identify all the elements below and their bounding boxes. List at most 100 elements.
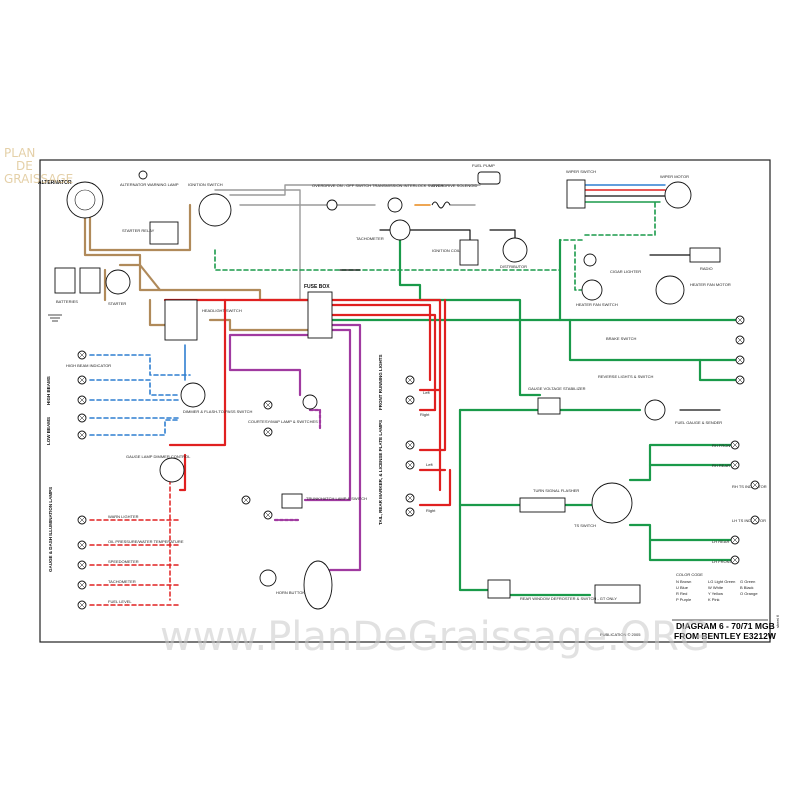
fuel-gauge-label: FUEL GAUGE & SENDER <box>675 420 722 425</box>
tail-rear-label: TAIL, REAR MARKER, & LICENSE PLATE LAMPS <box>378 420 383 525</box>
high-beams-label: HIGH BEAMS <box>46 376 51 405</box>
radio-symbol <box>689 247 721 263</box>
wire-blue-dashed-hb1 <box>89 379 181 396</box>
color-code-entry-5: W White <box>708 585 724 590</box>
lamp-filament-icon <box>264 511 272 519</box>
rh-front-label: RH FRONT <box>712 443 733 448</box>
wire-purple-courtesy <box>228 333 312 397</box>
gauge-stabilizer-symbol <box>537 397 561 415</box>
lamp-filament-icon <box>78 516 86 524</box>
lamp-filament-icon <box>264 401 272 409</box>
distributor-symbol <box>502 237 528 263</box>
turn-flasher-symbol <box>519 497 566 513</box>
wire-grey-ign <box>214 189 301 301</box>
low-beams-label: LOW BEAMS <box>46 417 51 445</box>
wire-purple-trunk <box>303 328 352 502</box>
heater-fan-switch-label: HEATER FAN SWITCH <box>576 302 618 307</box>
lamp-filament-icon <box>736 356 744 364</box>
front-running-label: FRONT RUNNING LIGHTS <box>378 355 383 411</box>
cigar-lighter-label: CIGAR LIGHTER <box>610 269 641 274</box>
gauge-dimmer-label: GAUGE LAMP DIMMER CONTROL <box>126 454 191 459</box>
lamp-filament-icon <box>78 431 86 439</box>
bulb-group <box>77 315 760 610</box>
fuel-pump-label: FUEL PUMP <box>472 163 495 168</box>
lamp-filament-icon <box>731 536 739 544</box>
headlight-switch-label: HEADLIGHT SWITCH <box>202 308 242 313</box>
lamp-filament-icon <box>78 414 86 422</box>
gauge-lamp-label-0: WARN LIGHTER <box>108 514 139 519</box>
wire-red-gauge <box>168 298 227 447</box>
lamp-filament-icon <box>406 376 414 384</box>
wire-green-defrost <box>458 408 492 592</box>
color-code-title: COLOR CODE <box>676 572 703 577</box>
wire-blue-dashed-hb-ind <box>89 354 191 376</box>
gauge-dash-label: GAUGE & DASH ILLUMINATION LAMPS <box>48 487 53 572</box>
wire-grey-fuelpump <box>229 184 481 196</box>
wire-purple-dashed-courtesy <box>308 408 322 432</box>
heater-fan-motor-symbol <box>655 275 685 305</box>
rh-rear-label: RH REAR <box>712 463 730 468</box>
lamp-filament-icon <box>78 561 86 569</box>
wire-brown-main <box>83 188 312 302</box>
starter-relay-label: STARTER RELAY <box>122 228 155 233</box>
gauge-lamp-label-1: OIL PRESSURE/WATER TEMPERATURE <box>108 539 184 544</box>
alternator-symbol <box>66 181 104 219</box>
overdrive-switch-label: OVERDRIVE ON - OFF SWITCH <box>312 183 371 188</box>
lamp-filament-icon <box>78 541 86 549</box>
gauge-lamp-label-3: TACHOMETER <box>108 579 136 584</box>
diagram-border <box>39 159 771 643</box>
defroster-switch-symbol <box>487 579 511 599</box>
lamp-filament-icon <box>736 376 744 384</box>
solenoid-label: OVERDRIVE SOLENOID <box>432 183 477 188</box>
lamp-filament-icon <box>406 441 414 449</box>
lamp-filament-icon <box>78 351 86 359</box>
ts-switch-symbol <box>591 482 633 524</box>
lamp-filament-icon <box>731 441 739 449</box>
horn-symbol <box>303 560 333 610</box>
gauge-dimmer-symbol <box>159 457 185 483</box>
wire-purple-horn <box>328 323 362 572</box>
ignition-switch-symbol <box>198 193 232 227</box>
lamp-filament-icon <box>751 481 759 489</box>
lamp-filament-icon <box>736 336 744 344</box>
dimmer-label: DIMMER & FLASH-TO-PASS SWITCH <box>183 409 253 414</box>
ignition-coil-label: IGNITION COIL <box>432 248 461 253</box>
wire-green-reverse <box>568 318 742 362</box>
defroster-label: REAR WINDOW DEFROSTER & SWITCH - GT ONLY <box>520 596 617 601</box>
wire-red-tail <box>418 298 447 452</box>
turn-flasher-label: TURN SIGNAL FLASHER <box>533 488 579 493</box>
front-left-label: Left <box>423 390 431 395</box>
color-code-entry-9: B Black <box>740 585 754 590</box>
wire-blue-dashed-lb2 <box>89 419 181 436</box>
fuse-box-symbol <box>307 291 333 339</box>
trunk-label: TRUNK/HATCH LAMP & SWITCH <box>306 496 367 501</box>
heater-fan-motor-label: HEATER FAN MOTOR <box>690 282 731 287</box>
warning-lamp-icon <box>138 170 148 180</box>
starter-relay-symbol <box>149 221 179 245</box>
lamp-filament-icon <box>731 461 739 469</box>
wire-green-dashed-aux <box>214 239 586 271</box>
interlock-switch-symbol <box>387 197 403 213</box>
watermark-logo-line1: PLAN <box>4 146 35 160</box>
reverse-lights-label: REVERSE LIGHTS & SWITCH <box>598 374 653 379</box>
fuel-gauge-symbol <box>644 399 666 421</box>
courtesy-label: COURTESY/MAP LAMP & SWITCHES <box>248 419 318 424</box>
starter-symbol <box>105 269 131 295</box>
horn-button-label: HORN BUTTON <box>276 590 305 595</box>
lamp-filament-icon <box>78 396 86 404</box>
wire-red-1 <box>163 298 442 492</box>
lh-ts-label: LH TS INDICATOR <box>732 518 766 523</box>
wire-black-dist <box>489 229 516 241</box>
overdrive-switch-symbol <box>326 199 338 211</box>
defroster-grid-symbol <box>594 584 641 604</box>
color-code-entry-10: O Orange <box>740 591 758 596</box>
watermark-logo-line2: DE <box>16 159 33 173</box>
distributor-label: DISTRIBUTOR <box>500 264 527 269</box>
color-code-entry-2: R Red <box>676 591 687 596</box>
gauge-lamp-label-4: FUEL LEVEL <box>108 599 132 604</box>
color-code-entry-0: N Brown <box>676 579 691 584</box>
brake-switch-label: BRAKE SWITCH <box>606 336 637 341</box>
radio-label: RADIO <box>700 266 713 271</box>
